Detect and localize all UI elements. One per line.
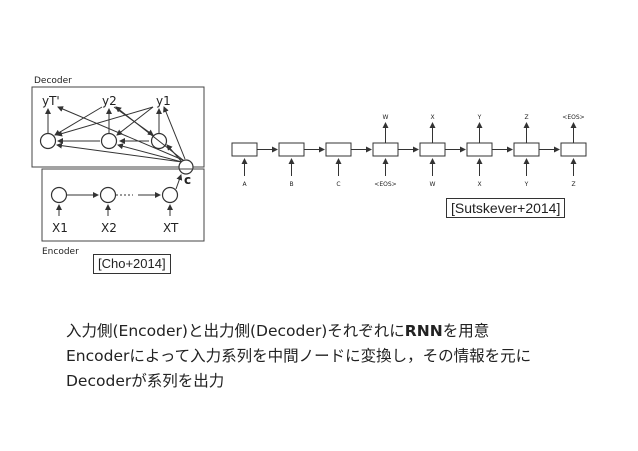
encoder-node-t [161,186,179,204]
encoder-nodes [50,186,179,204]
x-label-t: XT [163,221,179,235]
rnn-cell [466,142,493,157]
rnn-cell [560,142,587,157]
context-node [178,159,194,175]
input-token: A [242,181,247,188]
sutskever-seq2seq-diagram: A B C <EOS> W W X X Y Y Z Z <EOS> [231,114,587,188]
decoder-nodes [39,132,168,150]
caption-line-3: Decoderが系列を出力 [66,372,225,390]
slide-caption: 入力側(Encoder)と出力側(Decoder)それぞれにRNNを用意 Enc… [66,319,626,394]
rnn-cell [419,142,446,157]
encoder-box [41,168,205,242]
caption-line-1-pre: 入力側(Encoder)と出力側(Decoder)それぞれに [66,322,405,340]
x-label-1: X1 [52,221,68,235]
y-label-2: y2 [102,94,117,108]
decoder-node-t [39,132,57,150]
citation-sutskever: [Sutskever+2014] [446,198,566,218]
citation-cho: [Cho+2014] [93,254,171,274]
encoder-x-labels: X1 X2 XT [52,221,179,235]
y-label-t: yT' [42,94,60,108]
y-label-1: y1 [156,94,171,108]
decoder-y-labels: yT' y2 y1 [42,94,171,108]
rnn-chain: A B C <EOS> W W X X Y Y Z Z <EOS> [231,114,587,188]
encoder-arrows [56,174,183,216]
caption-line-1-bold: RNN [404,322,443,340]
input-token: B [289,181,293,188]
context-label: c [184,173,191,187]
output-token: Y [477,114,482,121]
decoder-label: Decoder [34,76,72,86]
decoder-box [31,86,205,168]
caption-line-1-post: を用意 [442,322,490,340]
input-token: X [477,181,481,188]
encoder-label: Encoder [42,247,79,257]
input-token: Y [524,181,529,188]
input-token: Z [571,181,575,188]
x-label-2: X2 [101,221,117,235]
output-token: X [430,114,434,121]
input-token: W [430,181,436,188]
rnn-cell [231,142,258,157]
output-token: W [383,114,389,121]
input-token: <EOS> [374,181,396,188]
caption-line-2: Encoderによって入力系列を中間ノードに変換し，その情報を元に [66,347,532,365]
output-token: Z [524,114,528,121]
rnn-cell [513,142,540,157]
encoder-node-2 [99,186,117,204]
output-token: <EOS> [562,114,584,121]
encoder-node-1 [50,186,68,204]
decoder-arrows [45,106,186,163]
caption-line-1: 入力側(Encoder)と出力側(Decoder)それぞれにRNNを用意 [66,319,626,344]
rnn-cell [325,142,352,157]
input-token: C [336,181,340,188]
decoder-node-2 [100,132,118,150]
cho-encoder-decoder-diagram: Decoder yT' y2 y1 [31,76,205,257]
rnn-cell [278,142,305,157]
rnn-cell [372,142,399,157]
